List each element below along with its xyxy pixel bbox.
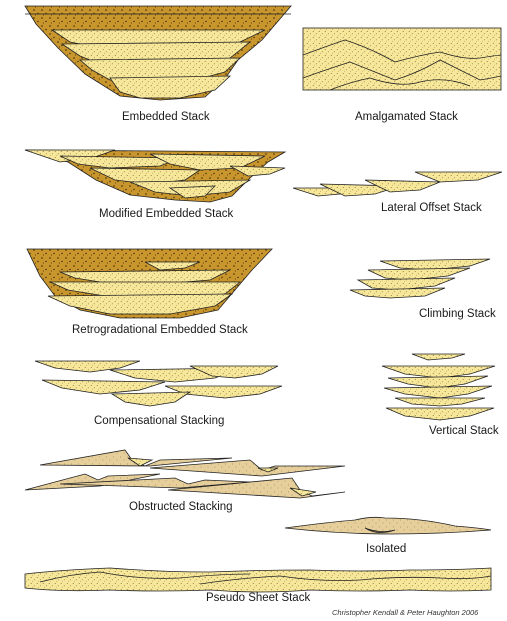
lateral-lens-4 bbox=[415, 172, 502, 182]
vertical-lens-4 bbox=[384, 386, 492, 398]
amalgamated-sand-body bbox=[303, 28, 501, 90]
author-credit: Christopher Kendall & Peter Haughton 200… bbox=[332, 608, 478, 617]
label-obstructed-stacking: Obstructed Stacking bbox=[129, 501, 233, 513]
label-retrogradational-embedded-stack: Retrogradational Embedded Stack bbox=[72, 324, 248, 336]
label-embedded-stack: Embedded Stack bbox=[122, 111, 210, 123]
retrogradational-stack-figure bbox=[27, 249, 272, 318]
embedded-sand-lens-4 bbox=[110, 76, 230, 98]
compensational-stack-figure bbox=[35, 361, 282, 406]
embedded-stack-figure bbox=[25, 6, 291, 100]
lateral-offset-stack-figure bbox=[293, 172, 502, 196]
pseudo-sheet-body bbox=[25, 568, 491, 592]
label-compensational-stacking: Compensational Stacking bbox=[94, 415, 224, 427]
comp-lens-6 bbox=[112, 392, 190, 406]
pseudo-sheet-figure bbox=[25, 568, 491, 592]
vertical-lens-1 bbox=[412, 354, 465, 360]
label-amalgamated-stack: Amalgamated Stack bbox=[355, 111, 458, 123]
label-vertical-stack: Vertical Stack bbox=[429, 425, 499, 437]
comp-lens-4 bbox=[42, 380, 165, 394]
label-pseudo-sheet-stack: Pseudo Sheet Stack bbox=[206, 592, 310, 604]
modified-embedded-stack-figure bbox=[25, 150, 285, 202]
label-climbing-stack: Climbing Stack bbox=[419, 308, 496, 320]
isolated-figure bbox=[285, 517, 491, 534]
amalgamated-stack-figure bbox=[303, 28, 501, 90]
label-modified-embedded-stack: Modified Embedded Stack bbox=[99, 208, 233, 220]
climbing-stack-figure bbox=[350, 259, 490, 298]
climbing-lens-4 bbox=[350, 288, 445, 298]
vertical-stack-figure bbox=[382, 354, 495, 420]
vertical-lens-5 bbox=[386, 408, 494, 420]
label-isolated: Isolated bbox=[366, 543, 406, 555]
label-lateral-offset-stack: Lateral Offset Stack bbox=[381, 202, 482, 214]
obstructed-wedge-5 bbox=[168, 478, 345, 498]
vertical-lens-6 bbox=[395, 398, 485, 406]
obstructed-stack-figure bbox=[25, 450, 345, 498]
